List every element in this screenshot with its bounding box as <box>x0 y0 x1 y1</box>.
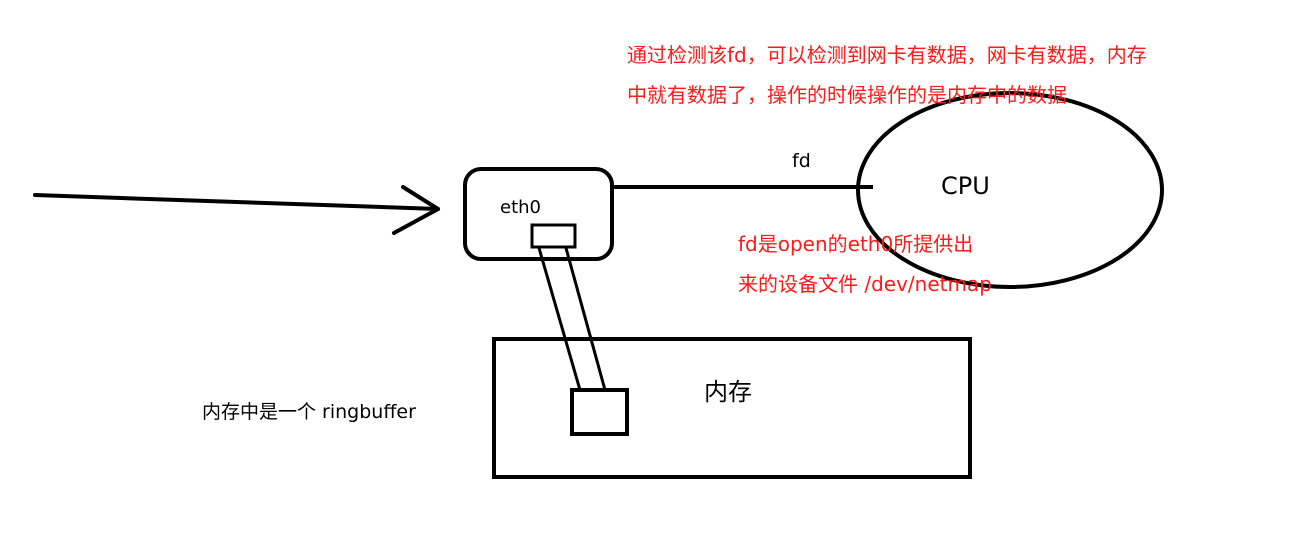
fd-label: fd <box>792 150 811 172</box>
cpu-label: CPU <box>941 172 990 200</box>
top-annotation-line1: 通过检测该fd，可以检测到网卡有数据，网卡有数据，内存 <box>627 43 1147 67</box>
ringbuffer-note: 内存中是一个 ringbuffer <box>202 401 416 423</box>
ringbuffer-block <box>570 388 629 436</box>
eth0-label: eth0 <box>500 197 541 218</box>
dma-channel-right <box>564 247 607 391</box>
memory-label: 内存 <box>704 378 752 406</box>
memory-box <box>492 337 972 479</box>
fd-annotation-line2: 来的设备文件 /dev/netmap <box>738 272 992 296</box>
eth0-port <box>530 223 577 249</box>
dma-channel-left <box>537 247 582 391</box>
fd-annotation-line1: fd是open的eth0所提供出 <box>738 232 974 256</box>
eth0-box <box>463 167 614 261</box>
incoming-arrow-head <box>392 185 440 235</box>
incoming-arrow-shaft <box>33 193 440 211</box>
cpu-ellipse <box>856 91 1164 289</box>
top-annotation-line2: 中就有数据了，操作的时候操作的是内存中的数据 <box>627 83 1067 107</box>
